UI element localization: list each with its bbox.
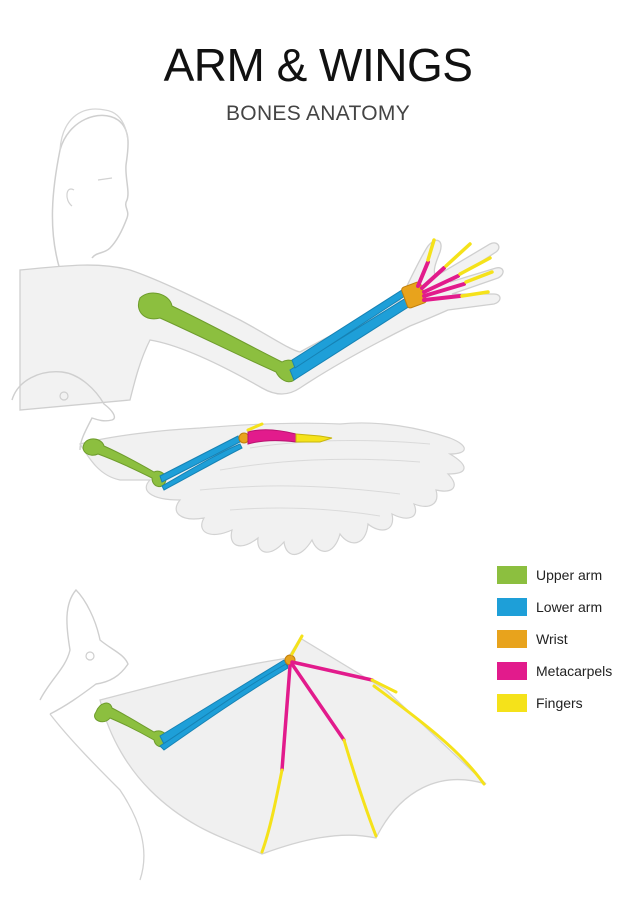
legend-item-fingers: Fingers <box>497 692 632 713</box>
bat-body-outline <box>49 713 145 881</box>
bird-alula <box>246 422 264 432</box>
human-metacarpals <box>416 260 466 302</box>
bird-ulna <box>161 443 243 491</box>
bird-feather-lines <box>199 440 431 517</box>
legend-label: Wrist <box>536 630 568 647</box>
legend-swatch <box>497 693 527 712</box>
bird-phalanges <box>295 433 333 443</box>
bat-metacarpals <box>280 660 374 772</box>
bird-eye <box>59 391 69 401</box>
legend-swatch <box>497 565 527 584</box>
bat-radius <box>159 659 289 745</box>
legend-label: Lower arm <box>536 598 603 615</box>
legend: Upper arm Lower arm Wrist Metacarpels Fi… <box>497 564 632 724</box>
legend-swatch <box>497 661 527 680</box>
legend-item-lower-arm: Lower arm <box>497 596 632 617</box>
human-hair-outline <box>59 108 129 151</box>
legend-item-metacarpals: Metacarpels <box>497 660 632 681</box>
legend-label: Fingers <box>536 694 583 711</box>
bat-eye <box>85 651 95 661</box>
page-title: ARM & WINGS <box>163 39 473 91</box>
legend-item-wrist: Wrist <box>497 628 632 649</box>
legend-item-upper-arm: Upper arm <box>497 564 632 585</box>
human-figure <box>19 108 504 411</box>
bat-thumb <box>290 634 304 656</box>
bat-phalanges <box>260 678 486 854</box>
bird-radius <box>159 435 241 483</box>
human-phalanges <box>426 238 494 298</box>
bird-wing-silhouette <box>79 422 465 556</box>
legend-swatch <box>497 597 527 616</box>
bat-wing-membrane <box>99 637 487 855</box>
legend-swatch <box>497 629 527 648</box>
human-head-outline <box>51 114 129 271</box>
bird-figure <box>11 371 465 556</box>
bat-ulna <box>159 663 289 751</box>
legend-label: Upper arm <box>536 566 603 583</box>
bat-figure <box>39 588 487 881</box>
human-ear-outline <box>66 188 75 207</box>
bird-head-outline <box>11 371 116 451</box>
legend-label: Metacarpels <box>536 662 613 679</box>
human-radius <box>289 297 411 381</box>
bat-head-outline <box>39 588 129 715</box>
human-arm-silhouette <box>19 239 504 411</box>
human-eye-outline <box>97 177 113 181</box>
page-subtitle: BONES ANATOMY <box>226 102 410 125</box>
